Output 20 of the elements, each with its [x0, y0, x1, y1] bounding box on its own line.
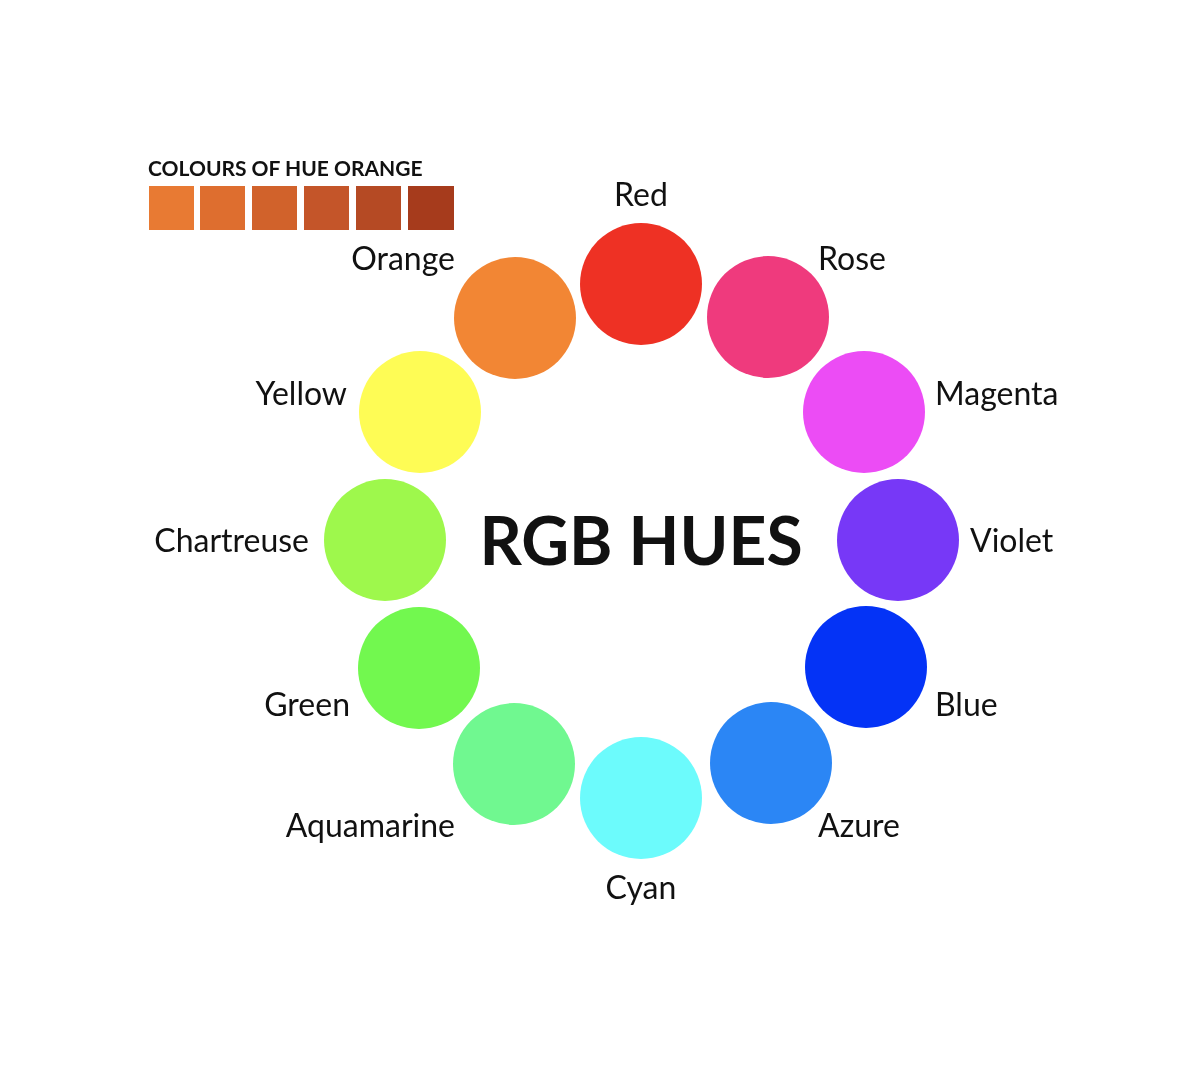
color-swatch: [356, 186, 401, 230]
color-swatch: [408, 186, 454, 230]
color-swatch: [252, 186, 297, 230]
color-swatch: [200, 186, 245, 230]
color-swatch: [304, 186, 349, 230]
hue-label: Green: [264, 688, 350, 720]
color-swatch: [149, 186, 194, 230]
hue-label: Red: [614, 178, 668, 210]
hue-label: Azure: [818, 809, 900, 841]
hue-label: Violet: [970, 524, 1054, 556]
diagram-title: RGB HUES: [479, 507, 803, 573]
hue-label: Yellow: [255, 377, 347, 409]
hue-label: Orange: [351, 242, 455, 274]
swatch-heading: COLOURS OF HUE ORANGE: [148, 157, 423, 178]
hue-label: Aquamarine: [285, 809, 455, 841]
hue-label: Chartreuse: [154, 524, 309, 556]
hue-label: Magenta: [935, 377, 1059, 409]
hue-label: Blue: [935, 688, 998, 720]
hue-label: Cyan: [605, 871, 677, 903]
hue-label: Rose: [818, 242, 886, 274]
